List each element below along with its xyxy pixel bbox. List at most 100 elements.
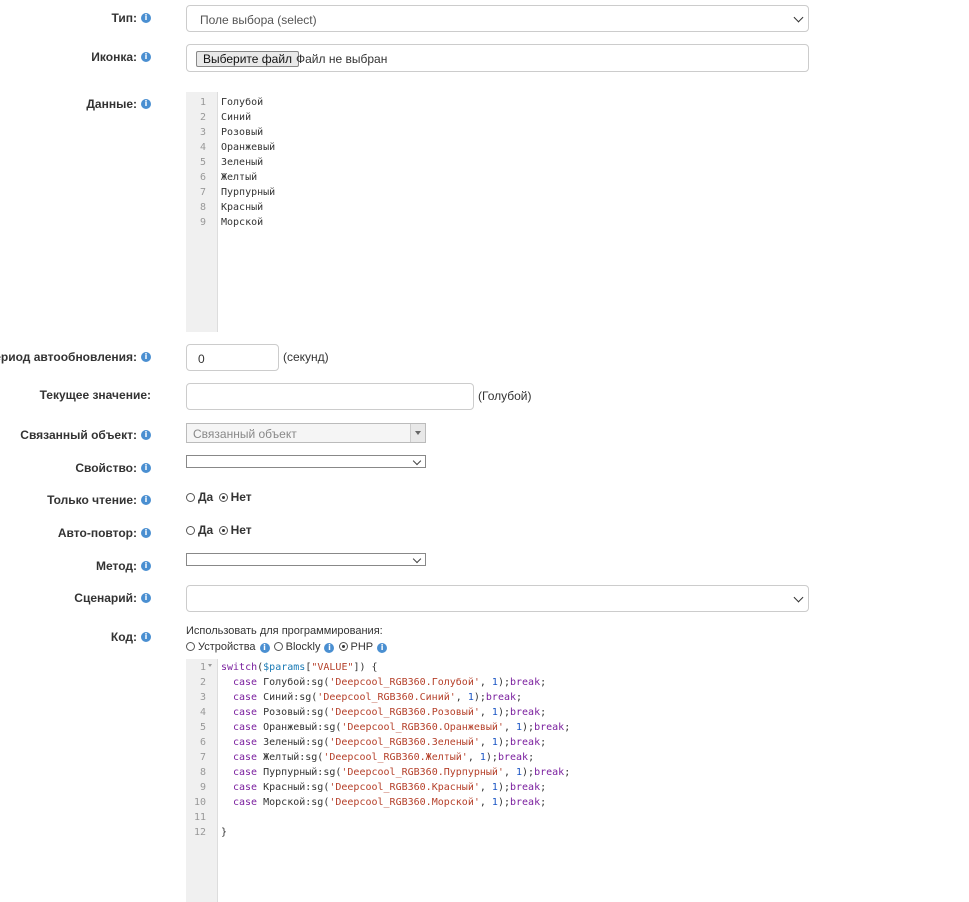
line-number: 4 — [199, 142, 206, 153]
data-line: Желтый — [221, 172, 258, 183]
readonly-yes-radio[interactable] — [186, 493, 195, 502]
info-icon[interactable]: i — [259, 643, 270, 653]
code-line: case Красный:sg('Deepcool_RGB360.Красный… — [233, 782, 547, 793]
info-icon[interactable]: i — [377, 643, 388, 653]
readonly-radios: Да Нет — [186, 490, 252, 504]
label-repeat: Авто-повтор:i — [58, 526, 151, 540]
dropdown-arrow — [410, 424, 425, 442]
repeat-radios: Да Нет — [186, 523, 252, 537]
blockly-radio[interactable] — [273, 642, 283, 651]
php-radio[interactable] — [338, 642, 348, 651]
code-line: case Морской:sg('Deepcool_RGB360.Морской… — [233, 797, 547, 808]
line-number: 6 — [199, 737, 206, 748]
line-number: 1 — [199, 97, 206, 108]
label-script: Сценарий:i — [74, 591, 151, 605]
chevron-down-icon — [793, 12, 804, 22]
linked-object-select[interactable]: Связанный объект — [186, 423, 426, 443]
line-number: 3 — [199, 127, 206, 138]
chevron-down-icon — [412, 456, 422, 465]
line-number: 7 — [199, 187, 206, 198]
line-number: 8 — [199, 767, 206, 778]
label-readonly: Только чтение:i — [47, 493, 151, 507]
label-current: Текущее значение: — [39, 388, 151, 402]
data-line: Голубой — [221, 97, 264, 108]
line-number: 5 — [199, 722, 206, 733]
label-type: Тип:i — [112, 11, 151, 25]
repeat-yes-radio[interactable] — [186, 526, 195, 535]
current-value-input[interactable] — [186, 383, 474, 410]
readonly-no-radio[interactable] — [218, 493, 228, 502]
line-number: 1 — [199, 662, 206, 673]
info-icon[interactable]: i — [141, 463, 151, 473]
info-icon[interactable]: i — [141, 495, 151, 505]
data-line: Синий — [221, 112, 252, 123]
label-code: Код:i — [111, 630, 151, 644]
script-select[interactable] — [186, 585, 809, 612]
code-line: } — [221, 827, 228, 838]
choose-file-button[interactable]: Выберите файл — [196, 51, 300, 67]
editor-gutter: 1 2 3 4 5 6 7 8 9 — [186, 92, 218, 332]
code-line: case Пурпурный:sg('Deepcool_RGB360.Пурпу… — [233, 767, 571, 778]
line-number: 7 — [199, 752, 206, 763]
code-line: case Синий:sg('Deepcool_RGB360.Синий', 1… — [233, 692, 523, 703]
method-select[interactable] — [186, 553, 426, 566]
info-icon[interactable]: i — [141, 52, 151, 62]
info-icon[interactable]: i — [141, 13, 151, 23]
line-number: 12 — [193, 827, 206, 838]
data-line: Розовый — [221, 127, 264, 138]
triangle-down-icon — [415, 431, 421, 435]
label-method: Метод:i — [96, 559, 151, 573]
current-hint: (Голубой) — [478, 389, 532, 403]
chevron-down-icon — [793, 592, 804, 602]
code-line: case Розовый:sg('Deepcool_RGB360.Розовый… — [233, 707, 547, 718]
chevron-down-icon — [412, 554, 422, 563]
line-number: 11 — [193, 812, 206, 823]
code-line: case Оранжевый:sg('Deepcool_RGB360.Оранж… — [233, 722, 571, 733]
line-number: 9 — [199, 217, 206, 228]
refresh-input[interactable]: 0 — [186, 344, 279, 371]
line-number: 2 — [199, 677, 206, 688]
label-icon: Иконка:i — [91, 50, 151, 64]
code-line: case Голубой:sg('Deepcool_RGB360.Голубой… — [233, 677, 547, 688]
label-linked: Связанный объект:i — [20, 428, 151, 442]
info-icon[interactable]: i — [141, 352, 151, 362]
code-use-for: Использовать для программирования: — [186, 625, 383, 637]
info-icon[interactable]: i — [141, 632, 151, 642]
line-number: 2 — [199, 112, 206, 123]
line-number: 10 — [193, 797, 206, 808]
type-select[interactable]: Поле выбора (select) — [186, 5, 809, 32]
data-line: Зеленый — [221, 157, 264, 168]
data-line: Оранжевый — [221, 142, 276, 153]
line-number: 8 — [199, 202, 206, 213]
code-line: case Желтый:sg('Deepcool_RGB360.Желтый',… — [233, 752, 535, 763]
label-property: Свойство:i — [75, 461, 151, 475]
info-icon[interactable]: i — [141, 593, 151, 603]
info-icon[interactable]: i — [324, 643, 335, 653]
data-line: Морской — [221, 217, 264, 228]
file-input[interactable]: Выберите файл Файл не выбран — [186, 44, 809, 72]
fold-arrow-icon[interactable] — [208, 664, 212, 667]
code-line: case Зеленый:sg('Deepcool_RGB360.Зеленый… — [233, 737, 547, 748]
info-icon[interactable]: i — [141, 99, 151, 109]
file-status: Файл не выбран — [296, 52, 388, 66]
code-line: switch($params["VALUE"]) { — [221, 662, 378, 673]
property-select[interactable] — [186, 455, 426, 468]
repeat-no-radio[interactable] — [218, 526, 228, 535]
data-line: Красный — [221, 202, 264, 213]
label-refresh: Период автообновления:i — [0, 350, 151, 364]
line-number: 5 — [199, 157, 206, 168]
refresh-unit: (секунд) — [283, 350, 329, 364]
data-line: Пурпурный — [221, 187, 276, 198]
line-number: 3 — [199, 692, 206, 703]
info-icon[interactable]: i — [141, 561, 151, 571]
label-data: Данные:i — [86, 97, 151, 111]
info-icon[interactable]: i — [141, 430, 151, 440]
devices-radio[interactable] — [186, 642, 195, 651]
info-icon[interactable]: i — [141, 528, 151, 538]
line-number: 6 — [199, 172, 206, 183]
line-number: 9 — [199, 782, 206, 793]
